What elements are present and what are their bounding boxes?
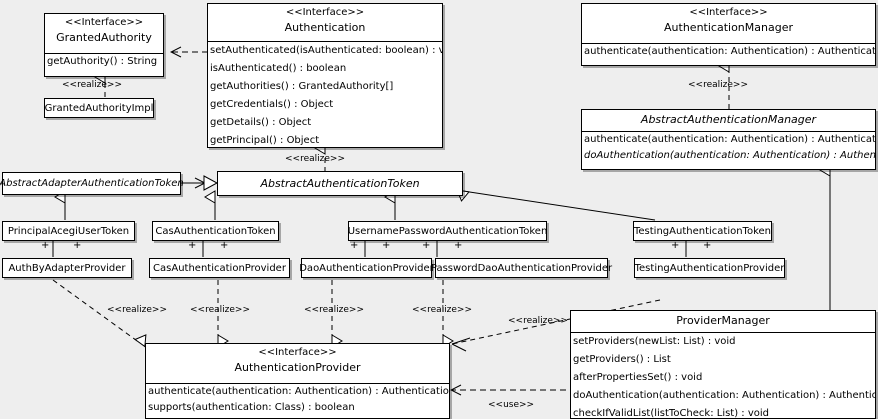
class-header-authentication-provider: <<Interface>> AuthenticationProvider <box>146 344 449 384</box>
class-box-testing-authentication-token[interactable]: TestingAuthenticationToken <box>633 221 772 241</box>
class-box-provider-manager[interactable]: ProviderManager setProviders(newList: Li… <box>570 310 876 419</box>
operation-row: setProviders(newList: List) : void <box>573 336 736 347</box>
class-stereotype: <<Interface>> <box>258 347 337 358</box>
class-name: AuthenticationManager <box>664 21 793 34</box>
operation-row: getDetails() : Object <box>210 117 312 128</box>
operation-row: afterPropertiesSet() : void <box>573 372 703 383</box>
class-name: PasswordDaoAuthenticationProvider <box>430 262 613 274</box>
class-name: ProviderManager <box>676 314 770 327</box>
assoc-plus-marker: + <box>73 240 82 251</box>
class-box-cas-authentication-token[interactable]: CasAuthenticationToken <box>152 221 279 241</box>
operation-row: getPrincipal() : Object <box>210 135 320 146</box>
class-name: CasAuthenticationProvider <box>153 262 286 274</box>
class-name: DaoAuthenticationProvider <box>299 262 434 274</box>
class-name: GrantedAuthority <box>56 31 152 44</box>
operation-row: getProviders() : List <box>573 354 671 365</box>
assoc-plus-marker: + <box>703 240 712 251</box>
operation-row: setAuthenticated(isAuthenticated: boolea… <box>210 45 442 56</box>
class-header-authentication-manager: <<Interface>> AuthenticationManager <box>582 4 875 44</box>
generalization-testingauthenticationtoken-abstracttoken <box>456 189 656 221</box>
operation-row: supports(authentication: Class) : boolea… <box>148 402 355 413</box>
assoc-plus-marker: + <box>188 240 197 251</box>
class-box-dao-authentication-provider[interactable]: DaoAuthenticationProvider <box>299 258 434 278</box>
class-name: PrincipalAcegiUserToken <box>7 225 130 237</box>
operation-row: authenticate(authentication: Authenticat… <box>148 386 449 397</box>
assoc-plus-marker: + <box>220 240 229 251</box>
class-box-testing-authentication-provider[interactable]: TestingAuthenticationProvider <box>634 258 785 278</box>
class-box-authentication[interactable]: <<Interface>> Authentication setAuthenti… <box>207 3 443 148</box>
edge-label-realize-dao: <<realize>> <box>304 305 364 315</box>
class-box-authentication-manager[interactable]: <<Interface>> AuthenticationManager auth… <box>581 3 876 66</box>
class-operations-provider-manager: setProviders(newList: List) : void getPr… <box>571 333 875 419</box>
operation-row: authenticate(authentication: Authenticat… <box>584 134 875 145</box>
class-stereotype: <<Interface>> <box>285 7 365 18</box>
edge-label-use-providermanager-authenticationprovider: <<use>> <box>488 400 535 410</box>
class-name: TestingAuthenticationToken <box>633 225 772 237</box>
class-name: Authentication <box>284 21 366 34</box>
class-box-cas-authentication-provider[interactable]: CasAuthenticationProvider <box>149 258 290 278</box>
class-box-principal-acegi-user-token[interactable]: PrincipalAcegiUserToken <box>2 221 135 241</box>
class-header-authentication: <<Interface>> Authentication <box>208 4 442 42</box>
class-name: AuthenticationProvider <box>234 361 361 374</box>
edge-label-realize-grantedauthorityimpl: <<realize>> <box>62 80 122 90</box>
class-header-abstract-authentication-manager: AbstractAuthenticationManager <box>582 110 875 132</box>
class-name: CasAuthenticationToken <box>155 225 276 237</box>
assoc-plus-marker: + <box>382 240 391 251</box>
edge-label-realize-passworddao: <<realize>> <box>412 305 472 315</box>
operation-row: getAuthority() : String <box>47 56 158 67</box>
class-stereotype: <<Interface>> <box>64 17 144 28</box>
edge-label-realize-abstractmanager-manager: <<realize>> <box>688 80 748 90</box>
class-box-abstract-authentication-manager[interactable]: AbstractAuthenticationManager authentica… <box>581 109 876 170</box>
assoc-plus-marker: + <box>350 240 359 251</box>
edge-label-realize-abstracttoken-authentication: <<realize>> <box>285 154 345 164</box>
assoc-plus-marker: + <box>671 240 680 251</box>
class-box-password-dao-authentication-provider[interactable]: PasswordDaoAuthenticationProvider <box>431 258 612 278</box>
class-name: AuthByAdapterProvider <box>8 262 126 274</box>
class-name: TestingAuthenticationProvider <box>634 262 785 274</box>
edge-label-realize-authbyadapter: <<realize>> <box>107 305 167 315</box>
class-operations-authentication: setAuthenticated(isAuthenticated: boolea… <box>208 42 442 150</box>
class-box-auth-by-adapter-provider[interactable]: AuthByAdapterProvider <box>2 258 132 278</box>
class-box-granted-authority[interactable]: <<Interface>> GrantedAuthority getAuthor… <box>44 13 164 77</box>
operation-row: checkIfValidList(listToCheck: List) : vo… <box>573 408 770 419</box>
class-name: AbstractAuthenticationToken <box>260 177 420 190</box>
operation-row: doAuthentication(authentication: Authent… <box>584 150 875 161</box>
class-stereotype: <<Interface>> <box>689 7 768 18</box>
operation-row: getAuthorities() : GrantedAuthority[] <box>210 81 394 92</box>
class-header-granted-authority: <<Interface>> GrantedAuthority <box>45 14 163 54</box>
operation-row: authenticate(authentication: Authenticat… <box>584 46 875 57</box>
class-operations-authentication-provider: authenticate(authentication: Authenticat… <box>146 384 449 416</box>
edge-label-realize-providermanager: <<realize>> <box>508 316 568 326</box>
operation-row: doAuthentication(authentication: Authent… <box>573 390 875 401</box>
class-operations-authentication-manager: authenticate(authentication: Authenticat… <box>582 44 875 60</box>
edge-label-realize-cas: <<realize>> <box>190 305 250 315</box>
assoc-plus-marker: + <box>454 240 463 251</box>
class-name: AbstractAdapterAuthenticationToken <box>0 178 184 189</box>
class-name: GrantedAuthorityImpl <box>44 102 154 114</box>
generalization-abstractadaptertoken-abstracttoken <box>181 175 219 191</box>
class-name: AbstractAuthenticationManager <box>640 113 817 126</box>
assoc-plus-marker: + <box>422 240 431 251</box>
operation-row: isAuthenticated() : boolean <box>210 63 347 74</box>
operation-row: getCredentials() : Object <box>210 99 334 110</box>
assoc-plus-marker: + <box>41 240 50 251</box>
class-box-abstract-adapter-authentication-token[interactable]: AbstractAdapterAuthenticationToken <box>0 172 184 195</box>
class-name: UsernamePasswordAuthenticationToken <box>347 225 548 237</box>
class-header-provider-manager: ProviderManager <box>571 311 875 333</box>
class-box-granted-authority-impl[interactable]: GrantedAuthorityImpl <box>44 98 154 118</box>
class-box-abstract-authentication-token[interactable]: AbstractAuthenticationToken <box>217 171 463 196</box>
class-operations-abstract-authentication-manager: authenticate(authentication: Authenticat… <box>582 132 875 164</box>
class-box-authentication-provider[interactable]: <<Interface>> AuthenticationProvider aut… <box>145 343 450 419</box>
class-box-username-password-authentication-token[interactable]: UsernamePasswordAuthenticationToken <box>348 221 547 241</box>
class-operations-granted-authority: getAuthority() : String <box>45 54 163 70</box>
